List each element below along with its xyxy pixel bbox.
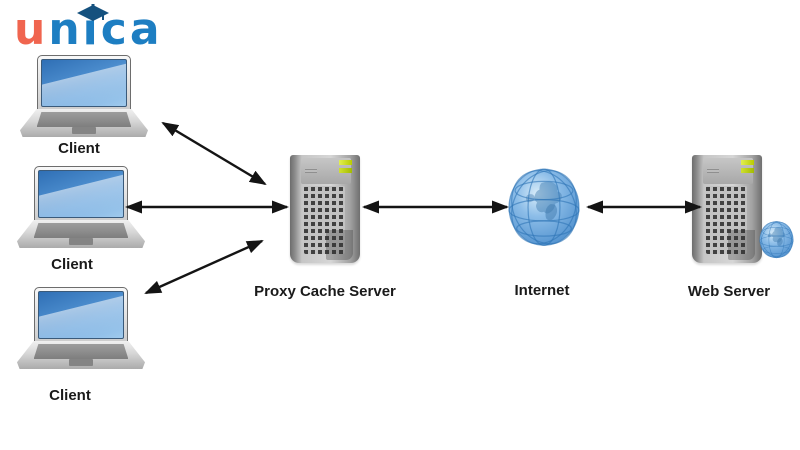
logo-text-red: u (14, 4, 49, 55)
client-3-label: Client (49, 387, 91, 404)
laptop-lid (37, 55, 131, 111)
laptop-keyboard (33, 344, 129, 359)
server-vents (304, 186, 345, 254)
server-drive-slot (707, 168, 719, 173)
client-laptop-2 (17, 166, 145, 248)
server-drive-slot (305, 168, 317, 173)
internet-globe-icon (506, 166, 582, 250)
laptop-screen (41, 59, 127, 107)
led-indicator (339, 160, 352, 165)
client-1-label: Client (58, 140, 100, 157)
web-server-label: Web Server (687, 283, 771, 300)
laptop-touchpad (69, 238, 93, 245)
arrow-client1-proxy (161, 121, 267, 186)
laptop-touchpad (69, 359, 93, 366)
server-shade (326, 230, 353, 260)
client-2-label: Client (51, 256, 93, 273)
led-indicator (741, 168, 754, 173)
server-vents (706, 186, 747, 254)
laptop-lid (34, 166, 128, 222)
unica-logo: unica (14, 4, 163, 55)
client-laptop-3 (17, 287, 145, 369)
server-shade (728, 230, 755, 260)
web-server-globe-badge-icon (758, 220, 795, 260)
laptop-touchpad (72, 127, 96, 134)
web-server-icon (692, 155, 762, 263)
proxy-server-icon (290, 155, 360, 263)
laptop-screen (38, 170, 124, 218)
led-indicator (741, 160, 754, 165)
led-indicator (339, 168, 352, 173)
arrow-client3-proxy (144, 239, 264, 295)
laptop-keyboard (33, 223, 129, 238)
laptop-lid (34, 287, 128, 343)
internet-label: Internet (514, 282, 570, 299)
proxy-server-label: Proxy Cache Server (254, 283, 396, 300)
graduation-cap-icon (77, 4, 109, 21)
client-laptop-1 (20, 55, 148, 137)
laptop-screen (38, 291, 124, 339)
laptop-keyboard (36, 112, 132, 127)
